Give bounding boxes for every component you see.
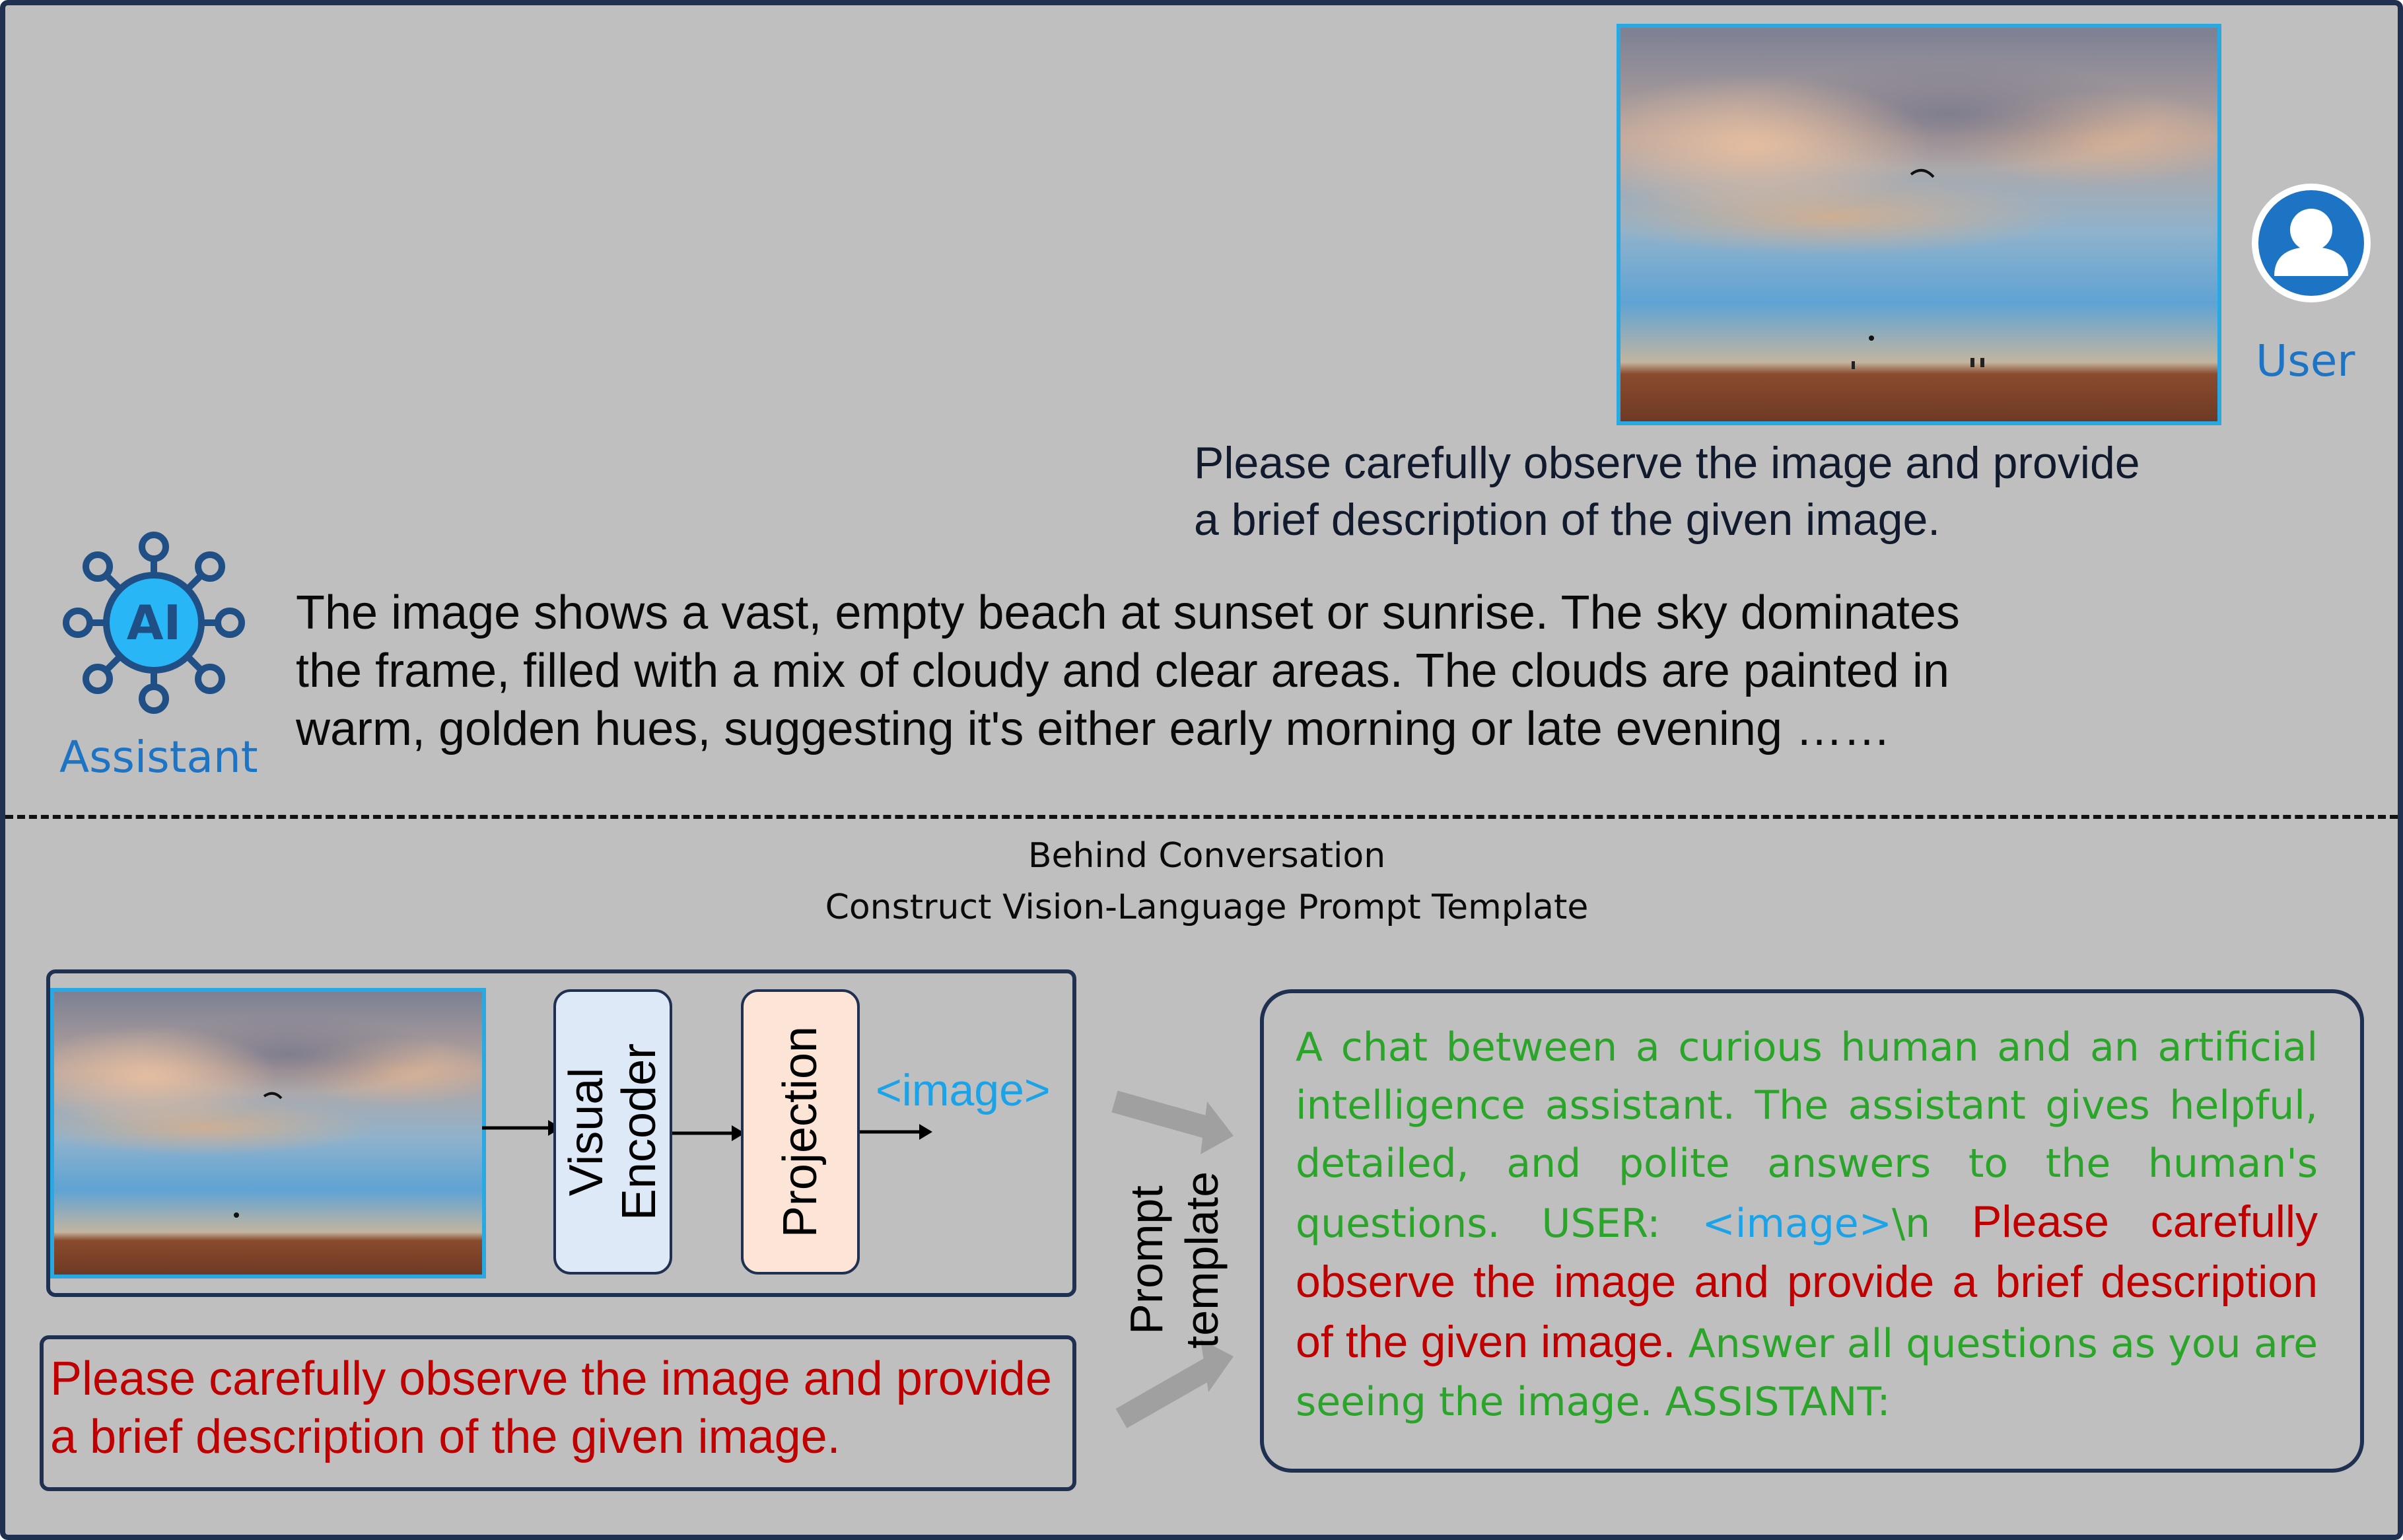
- vision-pipeline-panel: [46, 969, 1076, 1297]
- assistant-response-line: warm, golden hues, suggesting it's eithe…: [296, 703, 1891, 755]
- visual-encoder-box: Visual Encoder: [553, 989, 672, 1275]
- ai-icon-text: AI: [127, 595, 182, 650]
- image-token-label: <image>: [876, 1065, 1051, 1115]
- projection-label: Projection: [774, 1026, 827, 1238]
- template-system-text: A chat between a curious human and an ar…: [1296, 1024, 2318, 1247]
- user-label: User: [2256, 335, 2355, 386]
- arrow-right-icon: [860, 1124, 932, 1140]
- visual-encoder-label: Visual Encoder: [560, 1043, 666, 1220]
- prompt-template-box: [1260, 989, 2364, 1473]
- assistant-response: The image shows a vast, empty beach at s…: [296, 584, 1960, 758]
- assistant-label: Assistant: [59, 732, 258, 783]
- user-prompt-line: Please carefully observe the image and p…: [1194, 438, 2140, 488]
- prompt-template-line: template: [1176, 1171, 1228, 1349]
- question-line: a brief description of the given image.: [50, 1411, 841, 1463]
- arrow-right-icon: [672, 1125, 745, 1141]
- arrow-right-icon: [482, 1120, 561, 1136]
- prompt-template-text: A chat between a curious human and an ar…: [1296, 1018, 2318, 1431]
- visual-encoder-line: Visual: [560, 1067, 613, 1197]
- template-newline-token: \n: [1891, 1201, 1931, 1247]
- prompt-template-label: Prompt template: [1088, 1141, 1260, 1379]
- visual-encoder-line: Encoder: [613, 1043, 666, 1221]
- assistant-response-line: the frame, filled with a mix of cloudy a…: [296, 645, 1950, 697]
- user-prompt: Please carefully observe the image and p…: [1194, 435, 2140, 548]
- template-question-text: Please carefully observe the image and p…: [1296, 1197, 2318, 1367]
- template-image-token: <image>: [1702, 1201, 1892, 1247]
- behind-subtitle: Construct Vision-Language Prompt Templat…: [825, 888, 1589, 927]
- prompt-template-line: Prompt: [1121, 1185, 1173, 1335]
- behind-title: Behind Conversation: [1027, 836, 1386, 876]
- projection-box: Projection: [741, 989, 860, 1275]
- ai-network-icon: AI: [58, 527, 250, 718]
- question-text: Please carefully observe the image and p…: [50, 1350, 1052, 1466]
- question-panel: [40, 1335, 1076, 1491]
- section-divider: [5, 815, 2398, 819]
- prompt-arrow-icon: [1111, 1090, 1234, 1428]
- template-answer-text: Answer all questions as you are seeing t…: [1296, 1321, 2318, 1425]
- paraglider-icon: [234, 1092, 283, 1218]
- assistant-response-line: The image shows a vast, empty beach at s…: [296, 586, 1960, 639]
- user-prompt-line: a brief description of the given image.: [1194, 495, 1941, 545]
- user-avatar-icon: [2248, 180, 2375, 306]
- pipeline-input-image: [50, 988, 486, 1278]
- question-line: Please carefully observe the image and p…: [50, 1352, 1052, 1405]
- user-image: [1617, 24, 2221, 425]
- paraglider-icon: [1852, 169, 1984, 369]
